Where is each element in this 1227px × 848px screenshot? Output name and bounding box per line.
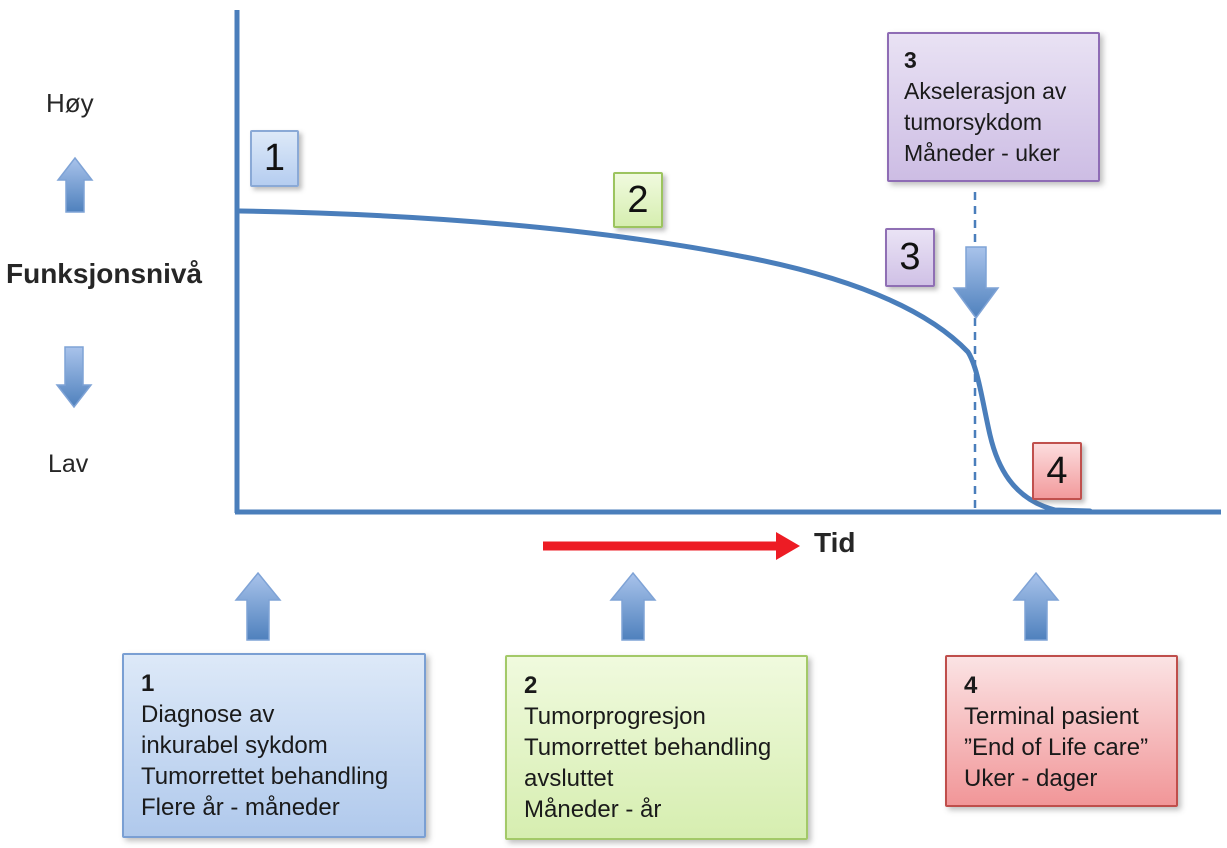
phase2-line: Tumorprogresjon bbox=[524, 703, 706, 730]
function-up-arrow-icon bbox=[56, 156, 94, 213]
phase1-line: Flere år - måneder bbox=[141, 794, 340, 821]
phase4-legend-box: 4 Terminal pasient ”End of Life care” Uk… bbox=[945, 655, 1178, 807]
phase4-line: ”End of Life care” bbox=[964, 734, 1149, 761]
function-down-arrow-icon bbox=[55, 346, 93, 409]
phase1-marker: 1 bbox=[250, 130, 299, 187]
phase2-marker-label: 2 bbox=[627, 178, 649, 221]
phase1-number: 1 bbox=[141, 670, 155, 697]
y-axis-high-label: Høy bbox=[46, 88, 94, 118]
phase1-line: Diagnose av bbox=[141, 701, 275, 728]
phase2-legend-box: 2 Tumorprogresjon Tumorrettet behandling… bbox=[505, 655, 808, 840]
phase3-number: 3 bbox=[904, 47, 917, 73]
phase1-line: Tumorrettet behandling bbox=[141, 763, 389, 790]
phase2-line: avsluttet bbox=[524, 765, 614, 792]
phase2-line: Tumorrettet behandling bbox=[524, 734, 772, 761]
time-arrow-head bbox=[776, 532, 800, 560]
phase1-pointer-arrow-icon bbox=[234, 571, 282, 641]
phase4-line: Terminal pasient bbox=[964, 703, 1139, 730]
phase4-marker: 4 bbox=[1032, 442, 1082, 500]
phase1-line: inkurabel sykdom bbox=[141, 732, 328, 759]
phase3-line: tumorsykdom bbox=[904, 109, 1043, 135]
phase4-number: 4 bbox=[964, 672, 978, 699]
phase2-marker: 2 bbox=[613, 172, 663, 228]
phase3-line: Måneder - uker bbox=[904, 140, 1060, 166]
phase4-marker-label: 4 bbox=[1046, 449, 1068, 492]
phase2-pointer-arrow-icon bbox=[609, 571, 657, 641]
x-axis-title: Tid bbox=[814, 527, 856, 558]
decline-down-arrow-icon bbox=[952, 246, 1000, 320]
phase1-marker-label: 1 bbox=[263, 137, 286, 179]
phase4-line: Uker - dager bbox=[964, 765, 1098, 792]
y-axis-title: Funksjonsnivå bbox=[6, 258, 203, 289]
function-curve bbox=[237, 208, 1093, 514]
phase2-line: Måneder - år bbox=[524, 796, 662, 823]
phase4-pointer-arrow-icon bbox=[1012, 571, 1060, 641]
phase3-line: Akselerasjon av bbox=[904, 78, 1067, 104]
phase3-marker: 3 bbox=[885, 228, 935, 287]
phase3-marker-label: 3 bbox=[899, 236, 921, 278]
phase3-callout-box: 3 Akselerasjon av tumorsykdom Måneder - … bbox=[887, 32, 1100, 182]
phase1-legend-box: 1 Diagnose av inkurabel sykdom Tumorrett… bbox=[122, 653, 426, 838]
phase2-number: 2 bbox=[524, 672, 538, 699]
y-axis-low-label: Lav bbox=[48, 450, 89, 478]
